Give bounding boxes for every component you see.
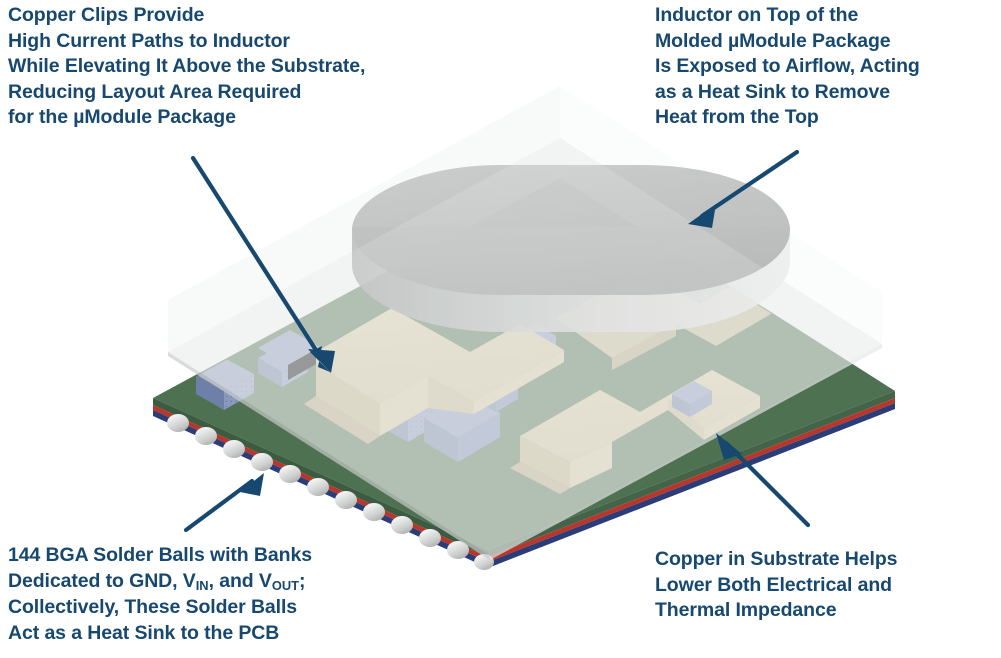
bga-line-4: Act as a Heat Sink to the PCB (8, 621, 280, 644)
callout-inductor-top: Inductor on Top of the Molded µModule Pa… (655, 4, 920, 129)
bga-sub-out: OUT (271, 578, 299, 594)
die-component-group-left (196, 330, 320, 410)
arrow-copper-clips (190, 155, 335, 373)
mold-front-overlay (168, 138, 882, 556)
arrow-inductor-top (688, 149, 800, 228)
callout-arrows (183, 149, 811, 533)
bga-line-3: Collectively, These Solder Balls (8, 596, 298, 619)
bga-line-2a: Dedicated to GND, V (8, 569, 196, 592)
bga-line-2c: ; (298, 569, 306, 592)
copper-clip-left (304, 308, 564, 444)
bga-solder-balls (167, 414, 494, 570)
bga-line-2b: , and V (208, 569, 272, 592)
arrow-substrate-copper (716, 433, 811, 528)
die-component-right (672, 381, 712, 417)
inductor (352, 165, 790, 332)
bga-line-1: 144 BGA Solder Balls with Banks (8, 544, 312, 566)
bga-sub-in: IN (195, 578, 209, 594)
callout-copper-clips: Copper Clips Provide High Current Paths … (8, 4, 366, 129)
arrow-bga-balls (183, 473, 264, 533)
callout-substrate-copper: Copper in Substrate Helps Lower Both Ele… (655, 548, 898, 622)
